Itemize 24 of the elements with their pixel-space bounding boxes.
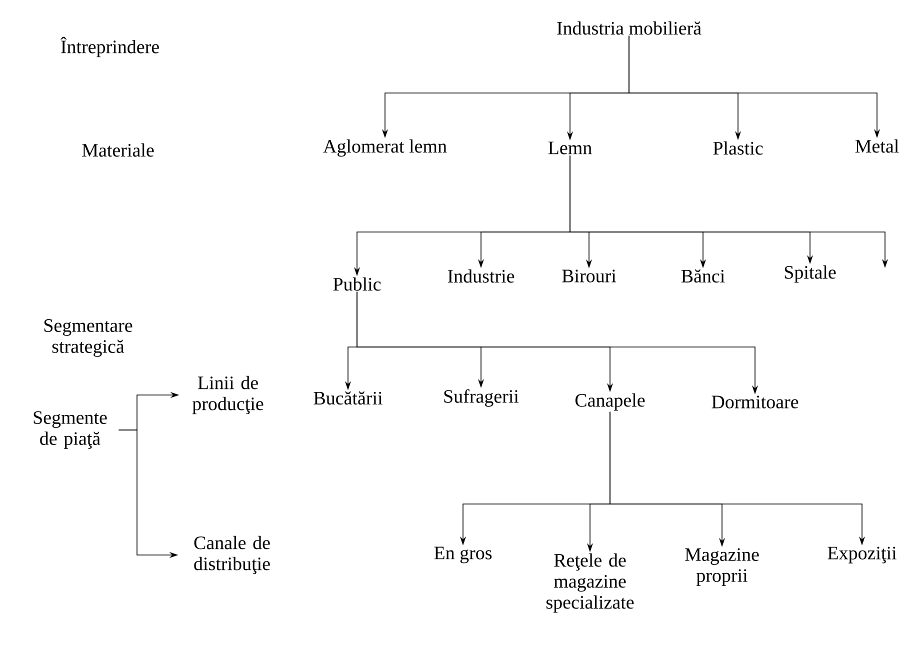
- tree-label: Aglomerat lemn: [323, 139, 447, 157]
- tree-label: Public: [333, 277, 381, 291]
- tree-label: Canale de distribuţie: [194, 536, 270, 574]
- tree-label: Metal: [855, 139, 899, 153]
- tree-label: Segmente de piaţă: [34, 411, 107, 449]
- level-label: Materiale: [82, 143, 154, 157]
- tree-label: Industria mobilieră: [557, 21, 702, 35]
- level-label: Întreprindere: [60, 36, 159, 58]
- tree-label: Canapele: [575, 393, 645, 411]
- tree-label: Spitale: [784, 265, 836, 283]
- tree-label: Sufragerii: [444, 389, 519, 407]
- tree-label: Linii de producţie: [192, 376, 264, 414]
- tree-label: Reţele de magazine specializate: [546, 553, 634, 613]
- tree-label: Bănci: [681, 269, 725, 283]
- tree-label: Expoziţii: [828, 546, 896, 564]
- tree-label: Magazine proprii: [685, 548, 759, 586]
- tree-label: Dormitoare: [712, 396, 798, 408]
- tree-label: Plastic: [713, 141, 763, 155]
- level-label: Segmentare strategică: [44, 319, 132, 357]
- tree-label: En gros: [434, 546, 492, 564]
- tree-label: Bucătării: [314, 391, 382, 405]
- tree-label: Birouri: [562, 270, 616, 282]
- tree-label: Industrie: [448, 269, 514, 283]
- tree-label: Lemn: [548, 142, 592, 154]
